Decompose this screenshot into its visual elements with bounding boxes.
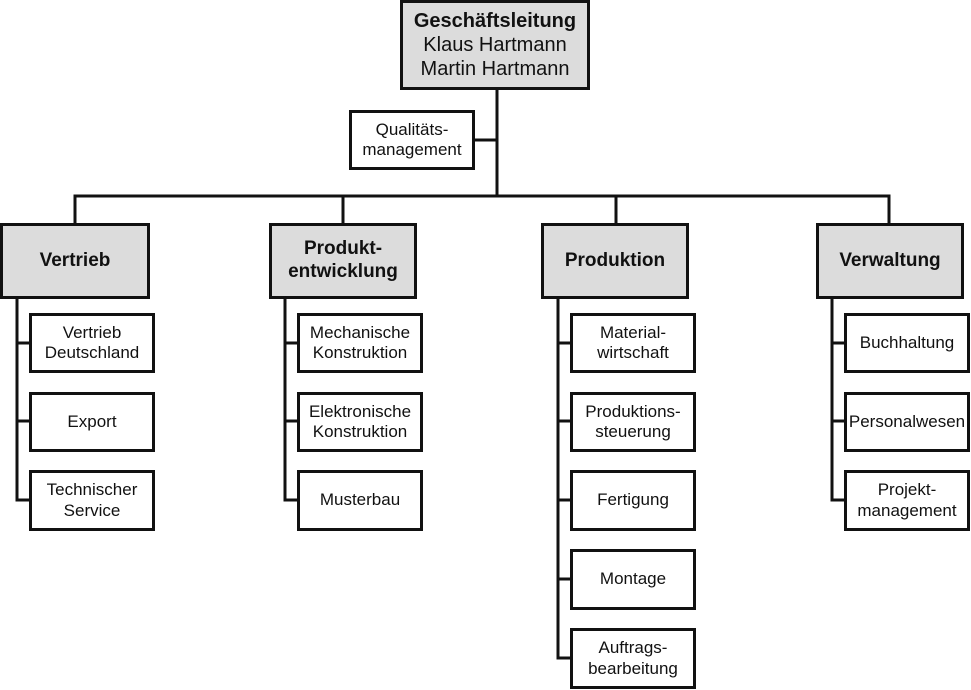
unit-label: Fertigung xyxy=(597,490,669,510)
dept-box-vertrieb: Vertrieb xyxy=(0,223,150,299)
unit-label: Service xyxy=(63,500,121,520)
unit-box: Vertrieb Deutschland xyxy=(29,313,155,373)
unit-box: Technischer Service xyxy=(29,470,155,531)
unit-label: management xyxy=(857,500,957,520)
unit-label: Elektronische xyxy=(308,401,412,421)
unit-box: Elektronische Konstruktion xyxy=(297,392,423,452)
dept-box-verwaltung: Verwaltung xyxy=(816,223,964,299)
head-title: Geschäftsleitung xyxy=(413,10,577,32)
dept-box-produktion: Produktion xyxy=(541,223,689,299)
unit-label: Export xyxy=(67,411,117,431)
dept-label: Produktion xyxy=(564,249,666,271)
unit-label: Auftrags- xyxy=(598,638,668,658)
staff-label: Qualitäts- xyxy=(375,119,449,139)
head-name: Martin Hartmann xyxy=(420,58,570,80)
staff-label: management xyxy=(362,140,462,159)
staff-box-quality-management: Qualitäts- management xyxy=(349,110,475,170)
dept-label: Verwaltung xyxy=(839,249,941,271)
unit-label: Montage xyxy=(599,569,667,589)
unit-label: wirtschaft xyxy=(597,343,669,362)
unit-box: Musterbau xyxy=(297,470,423,531)
dept-label: Vertrieb xyxy=(39,249,111,271)
unit-box: Auftrags- bearbeitung xyxy=(570,628,696,689)
head-name: Klaus Hartmann xyxy=(423,34,567,56)
unit-label: Musterbau xyxy=(319,490,401,510)
unit-label: Buchhaltung xyxy=(859,332,955,352)
unit-label: Personalwesen xyxy=(848,411,966,431)
unit-box: Material- wirtschaft xyxy=(570,313,696,373)
unit-box: Fertigung xyxy=(570,470,696,531)
unit-label: Technischer xyxy=(46,480,138,500)
dept-label: entwicklung xyxy=(288,261,398,282)
unit-label: Konstruktion xyxy=(312,422,408,441)
unit-label: steuerung xyxy=(595,422,671,441)
unit-label: Deutschland xyxy=(44,343,140,362)
unit-label: Material- xyxy=(599,322,667,342)
unit-box: Buchhaltung xyxy=(844,313,970,373)
head-box: Geschäftsleitung Klaus Hartmann Martin H… xyxy=(400,0,590,90)
dept-box-produktentwicklung: Produkt- entwicklung xyxy=(269,223,417,299)
unit-box: Projekt- management xyxy=(844,470,970,531)
unit-box: Produktions- steuerung xyxy=(570,392,696,452)
unit-box: Personalwesen xyxy=(844,392,970,452)
unit-label: Mechanische xyxy=(309,322,411,342)
unit-label: Projekt- xyxy=(877,480,937,500)
unit-label: Konstruktion xyxy=(312,343,408,362)
unit-box: Mechanische Konstruktion xyxy=(297,313,423,373)
dept-label: Produkt- xyxy=(303,238,383,260)
unit-box: Export xyxy=(29,392,155,452)
unit-label: bearbeitung xyxy=(588,658,678,678)
unit-label: Vertrieb xyxy=(62,322,122,342)
unit-box: Montage xyxy=(570,549,696,610)
unit-label: Produktions- xyxy=(585,401,681,421)
